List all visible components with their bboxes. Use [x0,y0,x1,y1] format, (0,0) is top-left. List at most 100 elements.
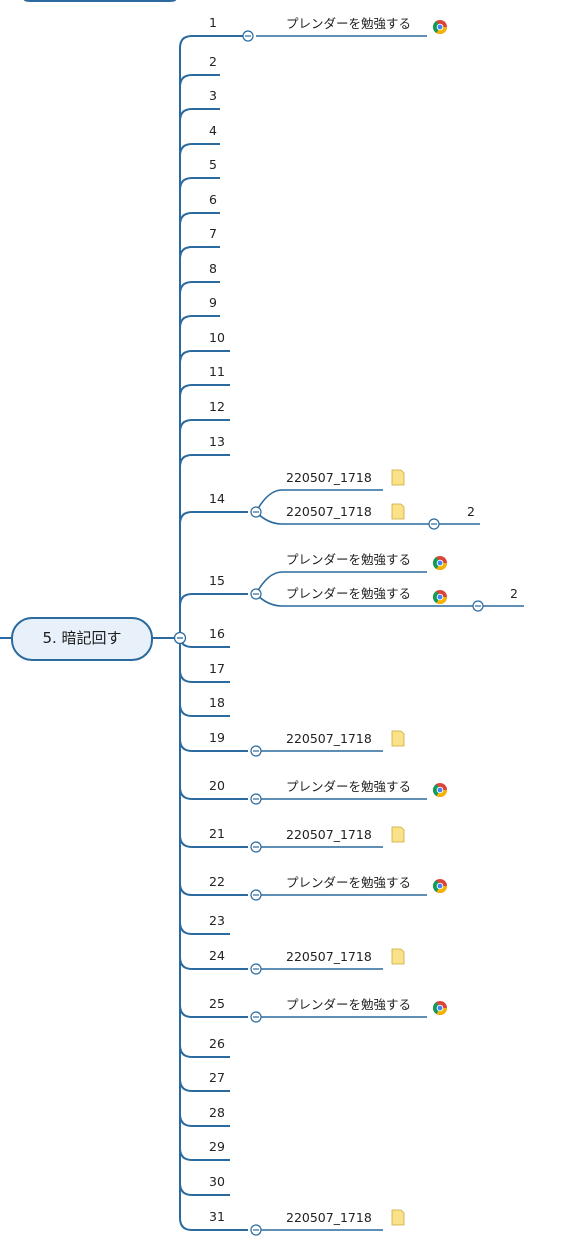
child-topic[interactable]: プレンダーを勉強する [256,997,447,1018]
collapse-toggle-icon[interactable] [250,745,262,757]
day-node[interactable]: 12 [179,399,230,433]
day-node[interactable]: 8 [179,261,220,295]
child-topic-label: 220507_1718 [286,827,372,842]
day-label: 22 [209,874,225,889]
collapse-toggle-icon[interactable] [250,963,262,975]
day-node[interactable]: 27 [179,1070,230,1092]
day-connector [179,834,248,848]
file-icon [391,1209,405,1226]
day-node[interactable]: 7 [179,226,220,260]
child-topic-label: プレンダーを勉強する [286,16,411,31]
day-node[interactable]: 13 [179,434,230,468]
child-topic-label: 220507_1718 [286,1210,372,1225]
child-topic[interactable]: 220507_1718 [256,1209,405,1231]
day-node[interactable]: 30 [179,1174,230,1196]
collapse-toggle-icon[interactable] [472,600,484,612]
day-label: 7 [209,226,217,241]
day-label: 16 [209,626,225,641]
child-topic[interactable]: 220507_1718 [256,730,405,752]
day-connector [179,177,220,191]
day-label: 28 [209,1105,225,1120]
day-connector [179,511,248,525]
day-node[interactable]: 20 [179,778,248,800]
day-connector [179,108,220,122]
day-node[interactable]: 21 [179,826,248,848]
day-connector [179,315,220,329]
collapse-toggle-icon[interactable] [250,1011,262,1023]
child-topic-label: プレンダーを勉強する [286,552,411,567]
collapse-toggle-icon[interactable] [250,1224,262,1236]
day-node[interactable]: 10 [179,330,230,364]
day-node[interactable]: 5 [179,157,220,191]
child-topic[interactable]: 220507_1718 [256,948,405,970]
collapse-toggle-icon[interactable] [242,30,254,42]
day-connector [179,454,230,468]
day-label: 8 [209,261,217,276]
day-connector [179,669,230,683]
day-label: 14 [209,491,225,506]
child-topic[interactable]: 220507_1718 [256,826,405,848]
day-node[interactable]: 15 [179,573,248,607]
collapse-toggle-icon[interactable] [173,631,187,645]
day-node[interactable]: 28 [179,1105,230,1127]
day-node[interactable]: 22 [179,874,248,896]
day-node[interactable]: 26 [179,1036,230,1058]
day-node[interactable]: 29 [179,1139,230,1161]
day-node[interactable]: 14 [179,491,248,525]
day-node[interactable]: 25 [179,996,248,1018]
day-label: 6 [209,192,217,207]
topic-node-partial[interactable] [24,0,176,2]
day-label: 13 [209,434,225,449]
day-node[interactable]: 23 [179,913,230,935]
day-node[interactable]: 24 [179,948,248,970]
collapse-toggle-icon[interactable] [250,841,262,853]
day-node[interactable]: 11 [179,364,230,398]
child-topic-label: 220507_1718 [286,470,372,485]
day-node[interactable]: 19 [179,730,248,752]
day-connector [179,384,230,398]
day-label: 15 [209,573,225,588]
day-connector [179,786,248,800]
day-node[interactable]: 1 [179,15,248,49]
day-connector [179,74,220,88]
file-icon [391,503,405,520]
day-connector [179,419,230,433]
chrome-icon [433,1001,447,1015]
child-topic[interactable]: プレンダーを勉強する [256,779,447,800]
day-node[interactable]: 4 [179,123,220,157]
child-topic[interactable]: プレンダーを勉強する [255,552,447,595]
day-node[interactable]: 2 [179,54,220,88]
child-topic-label: 220507_1718 [286,949,372,964]
collapse-toggle-icon[interactable] [428,518,440,530]
day-node[interactable]: 16 [179,626,230,648]
day-node[interactable]: 9 [179,295,220,329]
day-node[interactable]: 6 [179,192,220,226]
day-label: 3 [209,88,217,103]
day-connector [179,593,248,607]
sub-topic-label: 2 [467,504,475,519]
chrome-icon [433,556,447,570]
collapse-toggle-icon[interactable] [250,793,262,805]
day-label: 23 [209,913,225,928]
day-connector [179,882,248,896]
collapse-toggle-icon[interactable] [250,889,262,901]
collapse-toggle-icon[interactable] [250,506,262,518]
child-topic[interactable]: プレンダーを勉強する [256,875,447,896]
day-node[interactable]: 3 [179,88,220,122]
day-label: 9 [209,295,217,310]
child-topic-label: プレンダーを勉強する [286,586,411,601]
day-label: 29 [209,1139,225,1154]
root-topic[interactable]: 5. 暗記回す [11,617,153,661]
child-topic[interactable]: プレンダーを勉強する [256,16,447,37]
day-label: 11 [209,364,225,379]
day-connector [179,956,248,970]
root-topic-label: 5. 暗記回す [42,629,121,647]
day-node[interactable]: 18 [179,695,230,717]
day-label: 31 [209,1209,225,1224]
day-node[interactable]: 17 [179,661,230,683]
chrome-icon [433,20,447,34]
day-node[interactable]: 31 [179,1209,248,1231]
collapse-toggle-icon[interactable] [250,588,262,600]
